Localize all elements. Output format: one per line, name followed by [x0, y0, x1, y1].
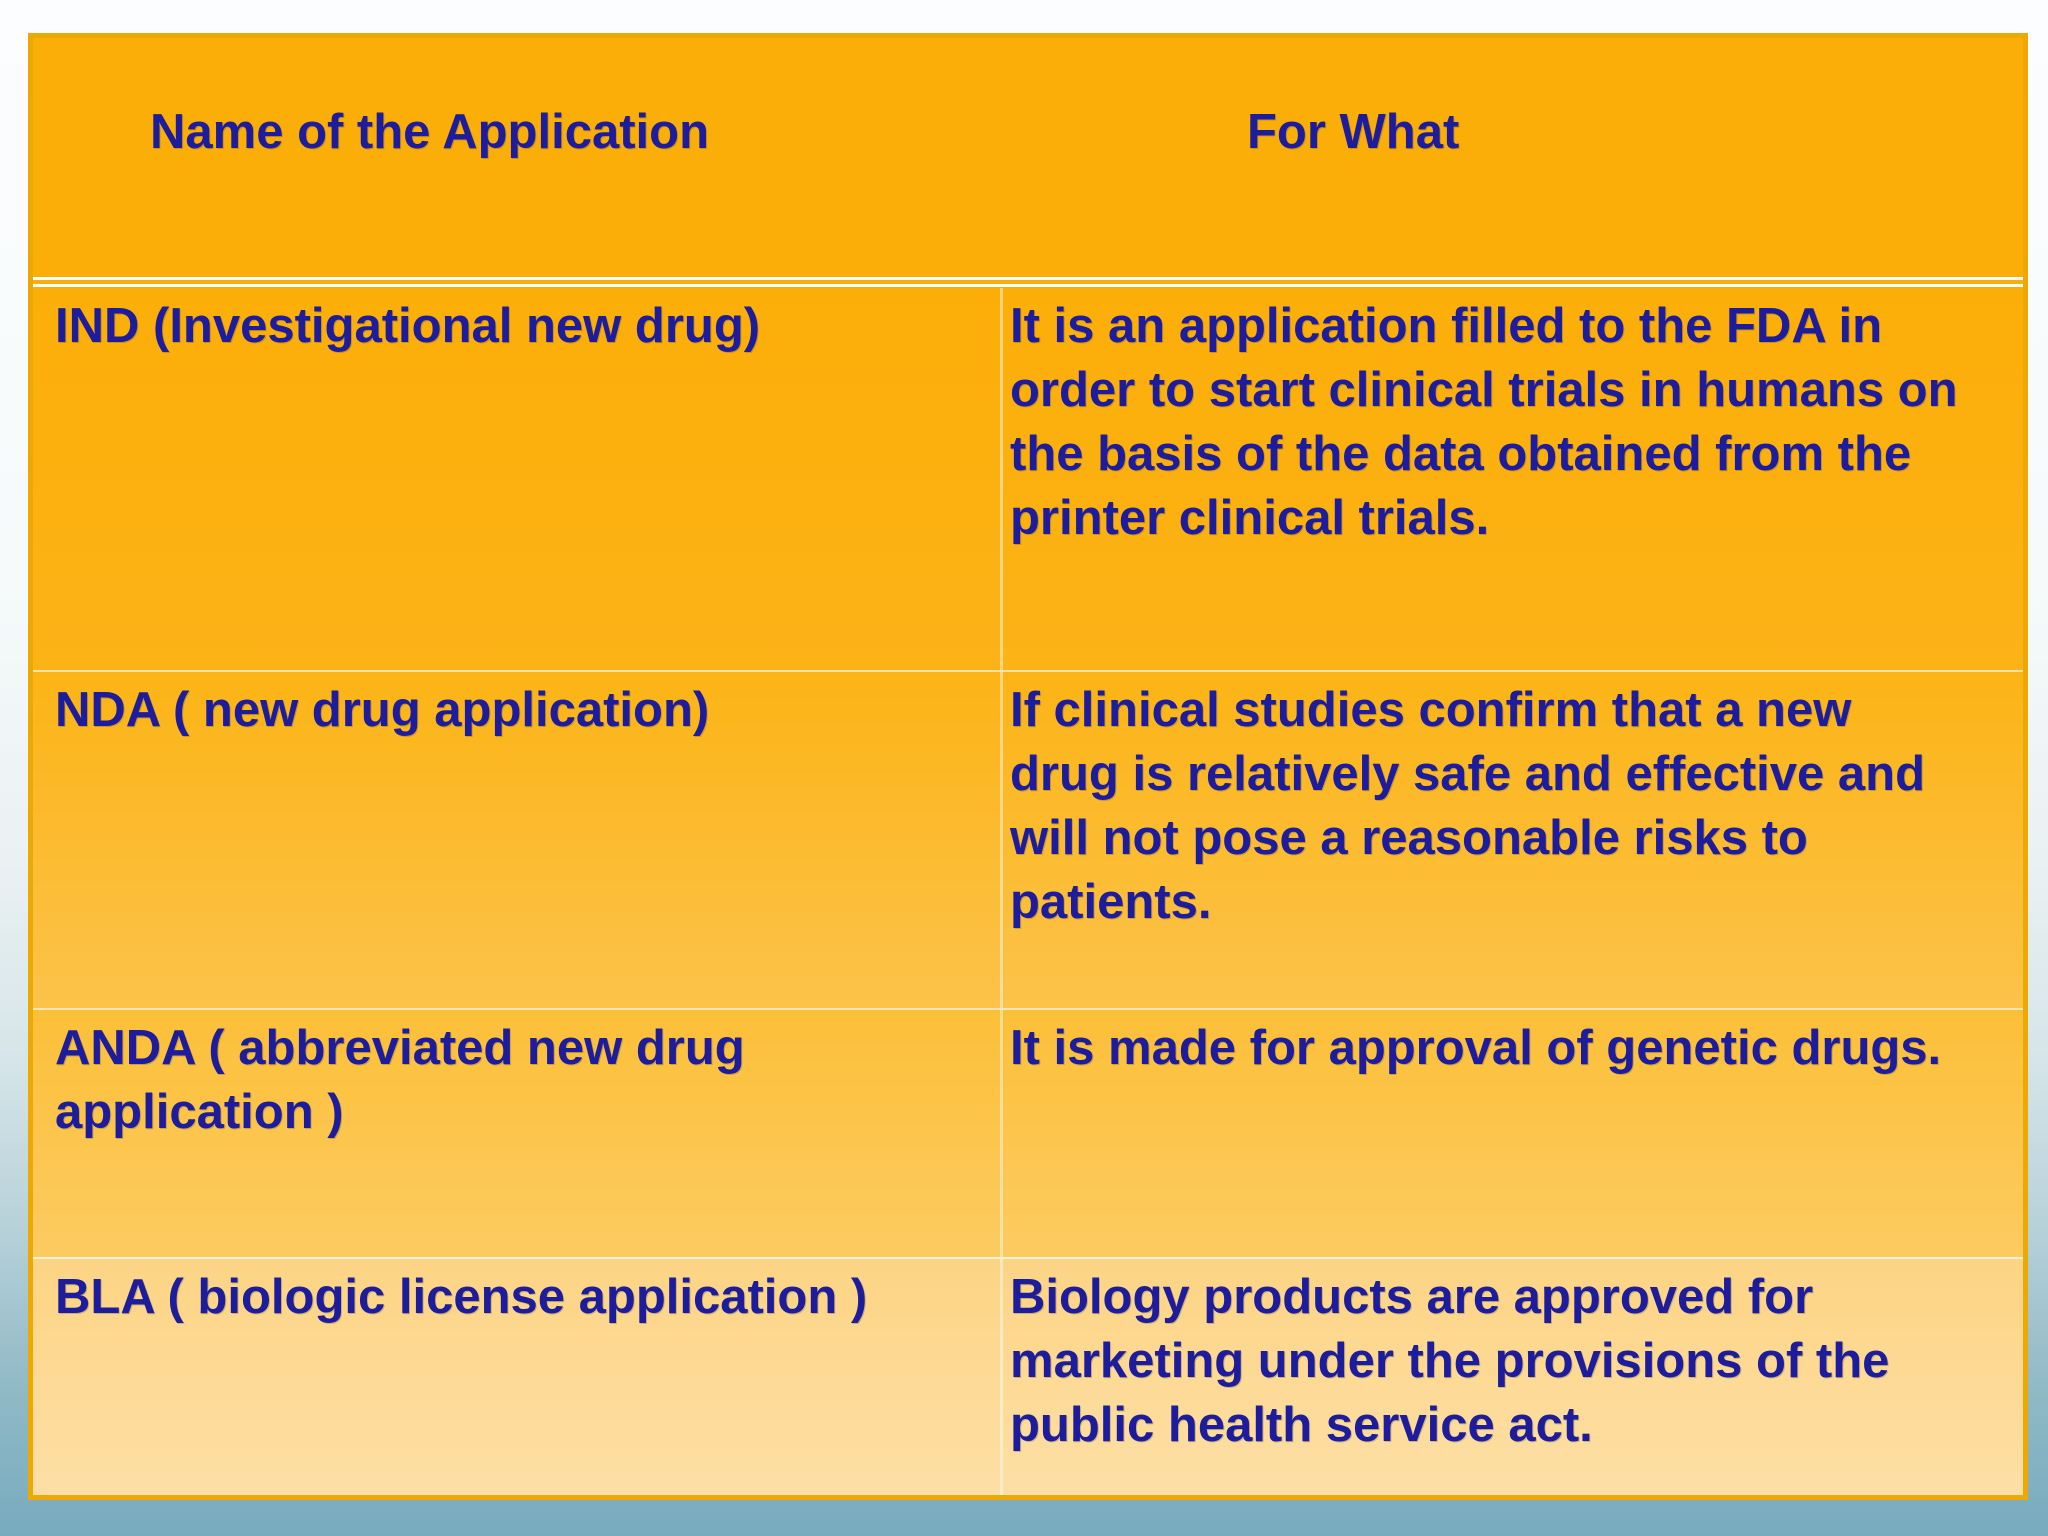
cell-nda-description: If clinical studies confirm that a new d…	[1010, 683, 1926, 929]
cell-anda-name: ANDA ( abbreviated new drug application …	[55, 1021, 745, 1139]
cell-bla-description: Biology products are approved for market…	[1010, 1270, 1890, 1452]
cell-bla-name: BLA ( biologic license application )	[55, 1270, 868, 1324]
cell-ind-description: It is an application filled to the FDA i…	[1010, 299, 1958, 545]
table-row-nda: NDA ( new drug application) If clinical …	[33, 670, 2023, 1008]
column-divider	[1000, 672, 1003, 1008]
table-row-bla: BLA ( biologic license application ) Bio…	[33, 1257, 2023, 1495]
table-row-ind: IND (Investigational new drug) It is an …	[33, 288, 2023, 670]
cell-nda-name: NDA ( new drug application)	[55, 683, 710, 737]
header-name-of-application: Name of the Application	[150, 105, 710, 159]
column-divider	[1000, 1259, 1003, 1495]
header-for-what: For What	[1247, 105, 1460, 159]
column-divider	[1000, 288, 1003, 670]
cell-anda-description: It is made for approval of genetic drugs…	[1010, 1021, 1942, 1075]
table-header-row: Name of the Application For What	[33, 38, 2023, 277]
cell-ind-name: IND (Investigational new drug)	[55, 299, 761, 353]
fda-applications-table: Name of the Application For What IND (In…	[28, 33, 2028, 1500]
table-row-anda: ANDA ( abbreviated new drug application …	[33, 1008, 2023, 1257]
column-divider	[1000, 1010, 1003, 1257]
header-separator-double-line	[33, 277, 2023, 288]
